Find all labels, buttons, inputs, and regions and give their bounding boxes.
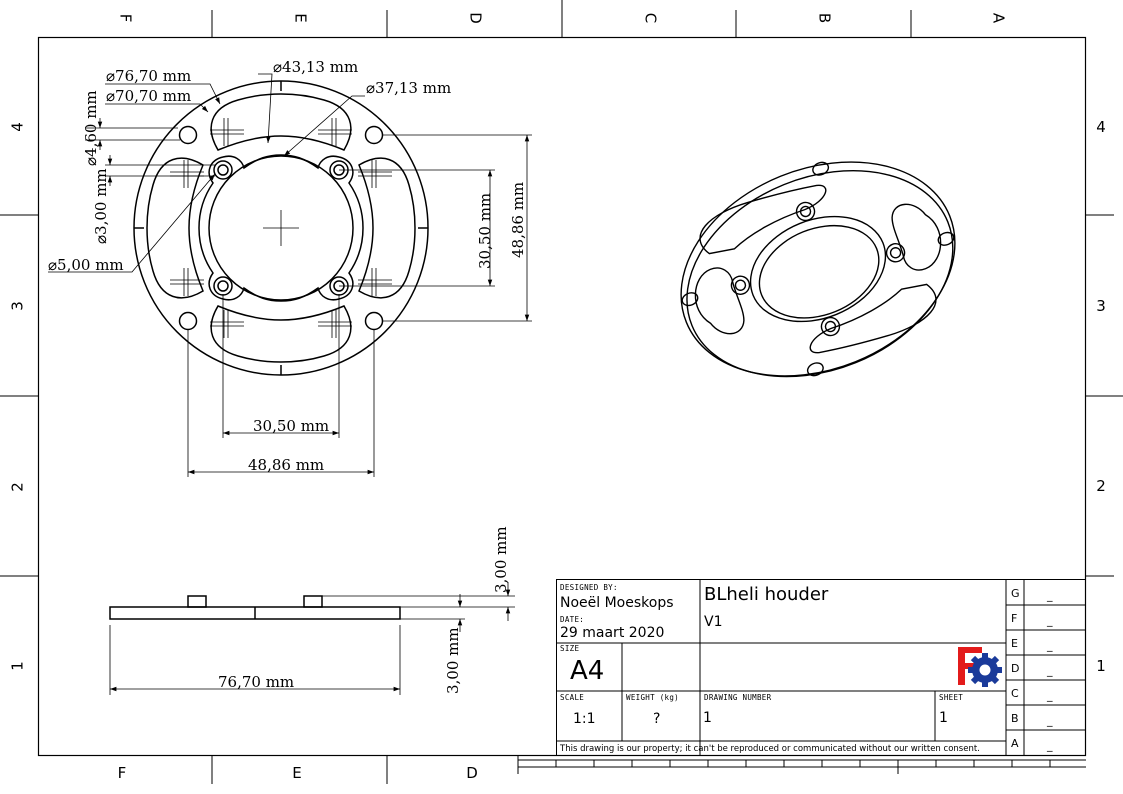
side-view-dimension-text: 3,00 mm 3,00 mm 76,70 mm	[218, 526, 510, 694]
col-label-top-d: D	[467, 12, 485, 24]
sheet-label: SHEET	[939, 693, 963, 702]
dim-h-outer: 48,86 mm	[248, 456, 324, 474]
designed-by: Noeël Moeskops	[560, 595, 674, 611]
rev-value-f: _	[1046, 614, 1053, 627]
paper-size: A4	[570, 656, 604, 686]
rev-letter-f: F	[1011, 612, 1017, 625]
drawing-version: V1	[704, 614, 722, 630]
drawing-number-label: DRAWING NUMBER	[704, 693, 772, 702]
row-label-right-3: 3	[1096, 297, 1106, 315]
rev-value-d: _	[1046, 664, 1053, 677]
dim-d-hole-small: ⌀4,60 mm	[82, 90, 100, 166]
rev-value-b: _	[1046, 714, 1053, 727]
drawing-number: 1	[703, 710, 712, 726]
weight-label: WEIGHT (kg)	[626, 693, 679, 702]
title-block	[556, 579, 1086, 756]
ring-inner	[208, 155, 354, 301]
row-label-left-3: 3	[9, 301, 27, 311]
mount-hole	[178, 125, 198, 145]
dim-boss-height: 3,00 mm	[492, 526, 510, 593]
date: 29 maart 2020	[560, 625, 664, 641]
ring-outer	[198, 154, 364, 302]
slot-top	[210, 93, 352, 151]
rev-letter-a: A	[1011, 737, 1019, 750]
dim-d-boss: ⌀5,00 mm	[48, 256, 124, 274]
drawing-title: BLheli houder	[704, 584, 829, 605]
col-label-bottom-e: E	[292, 764, 301, 782]
row-label-left-4: 4	[9, 122, 27, 132]
rev-value-a: _	[1046, 739, 1053, 752]
dim-d-ring-inner: ⌀37,13 mm	[366, 79, 451, 97]
rev-letter-g: G	[1011, 587, 1020, 600]
top-view-dimension-text: ⌀76,70 mm ⌀70,70 mm ⌀43,13 mm ⌀37,13 mm …	[48, 58, 527, 474]
dim-h-inner: 30,50 mm	[253, 417, 329, 435]
col-label-top-b: B	[816, 13, 834, 23]
designed-by-label: DESIGNED BY:	[560, 583, 618, 592]
weight: ?	[653, 711, 660, 727]
rev-value-e: _	[1046, 639, 1053, 652]
dim-overall-width: 76,70 mm	[218, 673, 294, 691]
col-label-top-a: A	[990, 13, 1008, 24]
scale-label: SCALE	[560, 693, 584, 702]
sheet-number: 1	[939, 710, 948, 726]
col-label-top-f: F	[117, 14, 135, 23]
rev-value-c: _	[1046, 689, 1053, 702]
col-label-bottom-f: F	[118, 764, 127, 782]
size-label: SIZE	[560, 644, 579, 653]
freecad-logo-icon	[958, 647, 1002, 687]
center-marks	[170, 118, 392, 338]
date-label: DATE:	[560, 615, 584, 624]
isometric-view	[680, 161, 956, 378]
row-label-left-2: 2	[9, 482, 27, 492]
disclaimer: This drawing is our property; it can't b…	[559, 744, 980, 754]
slot-left	[146, 157, 204, 299]
col-label-bottom-d: D	[466, 764, 478, 782]
side-view	[109, 595, 401, 620]
dim-d-screw: ⌀3,00 mm	[92, 168, 110, 244]
dim-plate-thickness: 3,00 mm	[444, 627, 462, 694]
row-label-right-2: 2	[1096, 477, 1106, 495]
rev-letter-b: B	[1011, 712, 1019, 725]
rev-letter-c: C	[1011, 687, 1019, 700]
top-view-dimensions	[48, 73, 532, 477]
title-block-text: DESIGNED BY: Noeël Moeskops DATE: 29 maa…	[559, 583, 1053, 754]
dim-v-outer: 48,86 mm	[509, 182, 527, 258]
row-label-right-1: 1	[1096, 657, 1106, 675]
col-label-top-e: E	[292, 13, 310, 22]
side-view-dimensions	[109, 582, 515, 695]
rev-letter-d: D	[1011, 662, 1019, 675]
scale: 1:1	[573, 711, 596, 727]
dim-d-slot-outer: ⌀70,70 mm	[106, 87, 191, 105]
dim-d-outer: ⌀76,70 mm	[106, 67, 191, 85]
slot-right	[358, 157, 416, 299]
slot-bottom	[210, 305, 352, 363]
dim-d-ring-outer: ⌀43,13 mm	[273, 58, 358, 76]
col-label-top-c: C	[642, 13, 660, 23]
top-view	[133, 80, 429, 376]
zone-labels: F E D C B A F E D 4 3 2 1 4 3 2 1	[9, 12, 1106, 782]
row-label-right-4: 4	[1096, 118, 1106, 136]
row-label-left-1: 1	[9, 661, 27, 671]
dim-v-inner: 30,50 mm	[476, 193, 494, 269]
rev-letter-e: E	[1011, 637, 1018, 650]
rev-value-g: _	[1046, 589, 1053, 602]
